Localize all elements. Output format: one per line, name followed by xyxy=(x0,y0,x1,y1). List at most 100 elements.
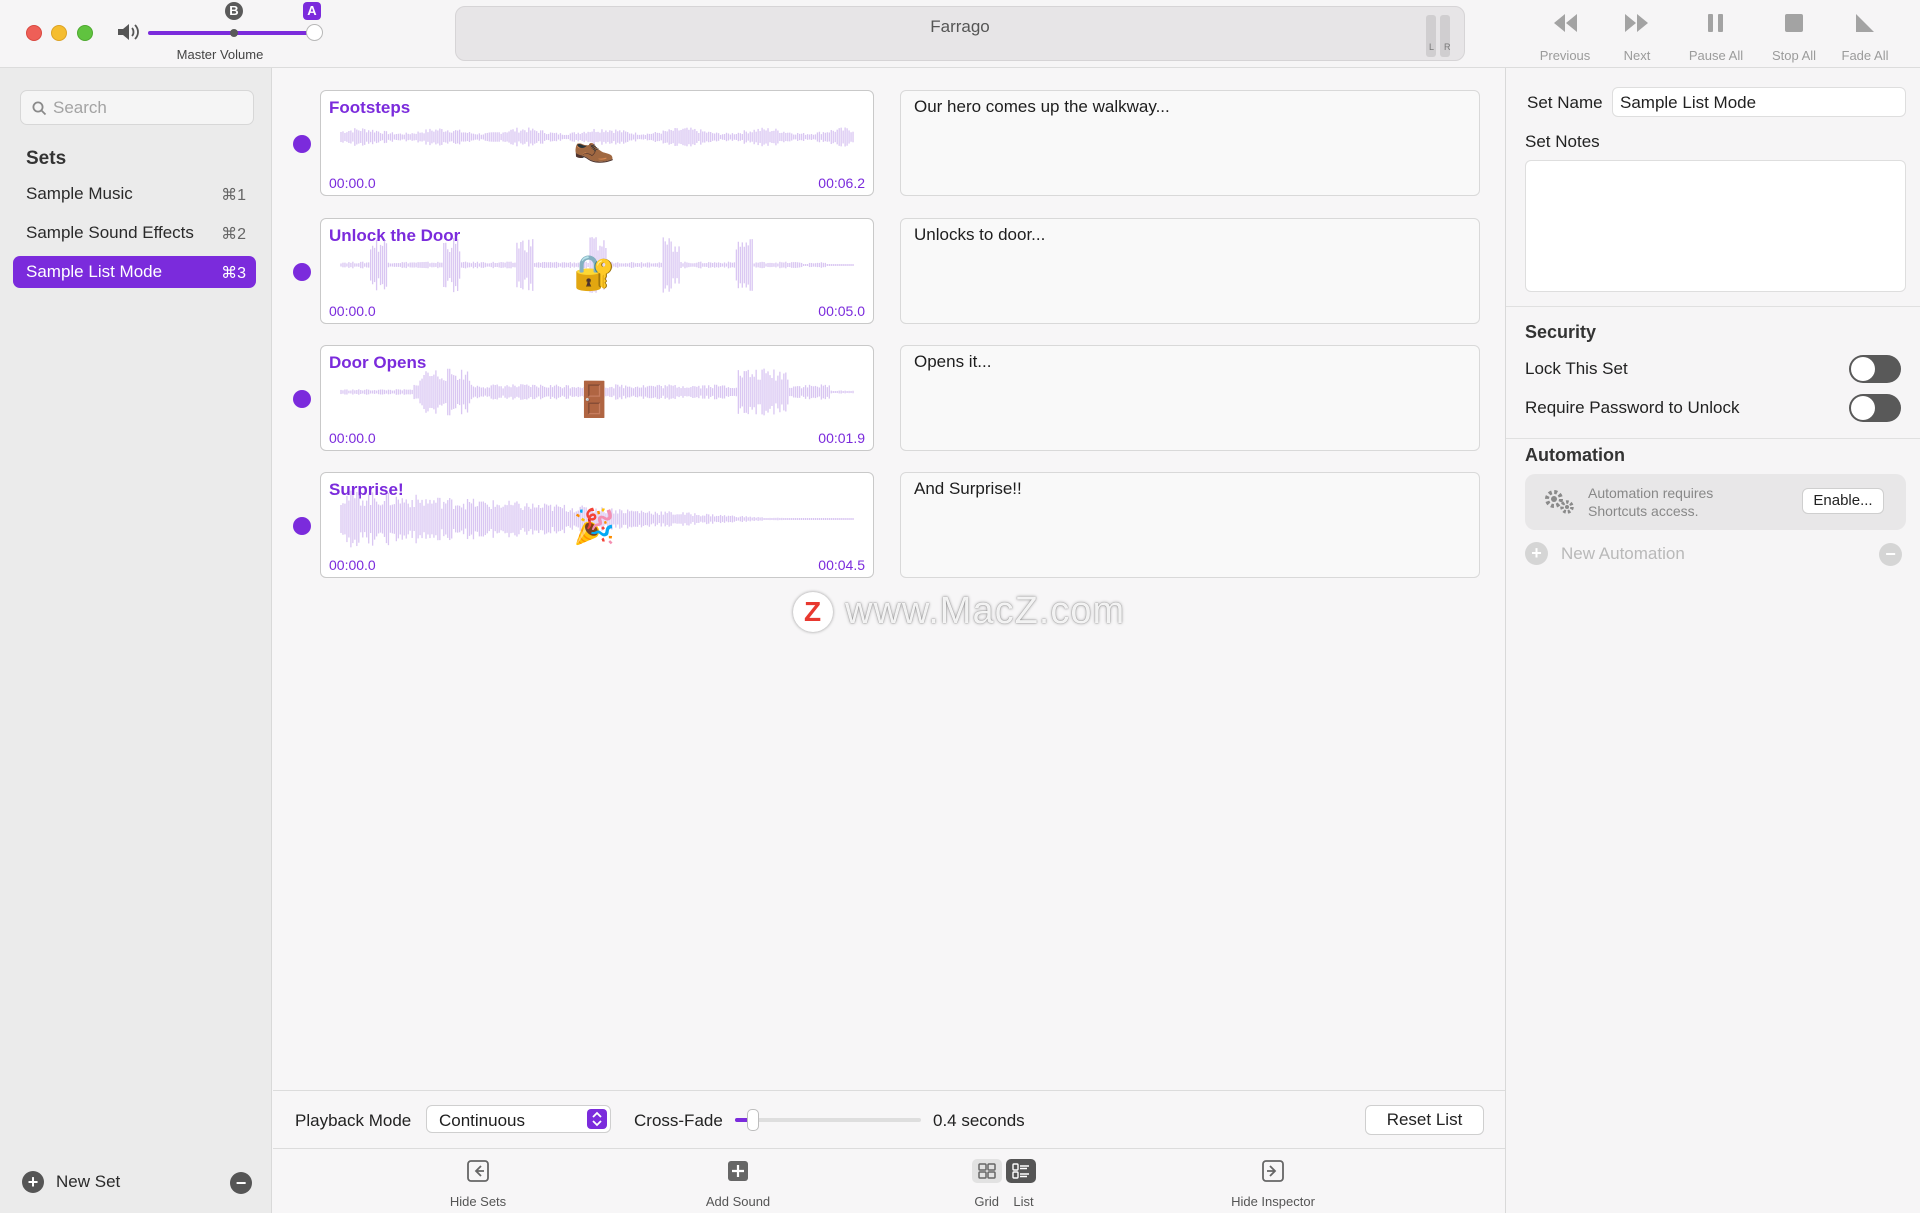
remove-set-button[interactable]: − xyxy=(230,1172,252,1194)
marker-b-position xyxy=(230,29,238,37)
level-meter-right xyxy=(1440,15,1450,57)
search-input[interactable] xyxy=(53,96,243,120)
hide-inspector-button[interactable]: Hide Inspector xyxy=(1218,1157,1328,1209)
grid-view-button[interactable] xyxy=(972,1159,1002,1183)
hide-sets-button[interactable]: Hide Sets xyxy=(438,1157,518,1209)
waveform xyxy=(340,490,854,548)
require-password-label: Require Password to Unlock xyxy=(1525,398,1740,417)
require-password-toggle[interactable] xyxy=(1849,394,1901,422)
sound-tile-door-opens[interactable]: Door Opens 🚪 00:00.0 00:01.9 xyxy=(320,345,874,451)
now-playing-title: Farrago xyxy=(930,17,990,36)
grid-label: Grid xyxy=(974,1194,999,1209)
sound-title: Surprise! xyxy=(329,480,404,499)
next-button[interactable]: Next xyxy=(1602,8,1672,63)
remove-automation-button[interactable]: − xyxy=(1879,543,1902,566)
level-meter-left xyxy=(1426,15,1436,57)
set-item-label: Sample Sound Effects xyxy=(26,223,194,242)
marker-a[interactable]: A xyxy=(303,2,321,20)
new-set-label: New Set xyxy=(56,1172,121,1191)
sound-note-text: Opens it... xyxy=(914,352,992,371)
divider xyxy=(1506,306,1920,307)
cross-fade-knob[interactable] xyxy=(747,1109,759,1131)
marker-b[interactable]: B xyxy=(225,2,243,20)
duration: 00:06.2 xyxy=(818,175,865,191)
search-field[interactable] xyxy=(20,90,254,125)
watermark-badge: Z xyxy=(793,591,833,632)
meter-right-label: R xyxy=(1444,42,1451,52)
shoe-icon: 👞 xyxy=(573,126,616,164)
new-set-button[interactable]: + New Set xyxy=(22,1171,120,1193)
grid-icon xyxy=(978,1163,996,1179)
set-item-shortcut: ⌘2 xyxy=(221,226,246,243)
play-indicator[interactable] xyxy=(293,517,311,535)
sound-title: Footsteps xyxy=(329,98,411,117)
waveform xyxy=(340,237,854,293)
play-indicator[interactable] xyxy=(293,390,311,408)
waveform xyxy=(340,127,854,147)
reset-list-button[interactable]: Reset List xyxy=(1365,1105,1484,1135)
add-sound-icon xyxy=(728,1161,748,1181)
sound-tile-footsteps[interactable]: Footsteps 👞 00:00.0 00:06.2 xyxy=(320,90,874,196)
pause-all-button[interactable]: Pause All xyxy=(1681,8,1751,63)
cross-fade-slider[interactable] xyxy=(735,1118,921,1122)
list-icon xyxy=(1012,1163,1029,1179)
gears-icon xyxy=(1545,490,1574,514)
minus-icon: − xyxy=(230,1172,252,1194)
zoom-window-button[interactable] xyxy=(77,25,93,41)
sound-note[interactable]: Opens it... xyxy=(900,345,1480,451)
set-name-field[interactable]: Sample List Mode xyxy=(1612,87,1906,117)
add-sound-label: Add Sound xyxy=(705,1194,771,1209)
new-automation-button[interactable]: + New Automation xyxy=(1525,542,1685,565)
sound-note-text: And Surprise!! xyxy=(914,479,1022,498)
duration: 00:04.5 xyxy=(818,557,865,573)
view-mode-control[interactable]: Grid List xyxy=(966,1157,1042,1209)
bottom-toolbar: Hide Sets Add Sound Grid List Hide Inspe… xyxy=(273,1148,1505,1213)
set-item-sample-music[interactable]: Sample Music ⌘1 xyxy=(13,178,256,210)
new-automation-label: New Automation xyxy=(1561,543,1685,563)
next-label: Next xyxy=(1623,48,1651,63)
stop-icon xyxy=(1785,14,1803,32)
master-volume-knob[interactable] xyxy=(306,24,323,41)
duration: 00:01.9 xyxy=(818,430,865,446)
party-popper-icon: 🎉 xyxy=(573,508,616,546)
chevron-updown-icon xyxy=(587,1109,607,1129)
close-window-button[interactable] xyxy=(26,25,42,41)
minimize-window-button[interactable] xyxy=(51,25,67,41)
set-item-sample-sound-effects[interactable]: Sample Sound Effects ⌘2 xyxy=(13,217,256,249)
enable-automation-button[interactable]: Enable... xyxy=(1802,488,1884,514)
stop-all-button[interactable]: Stop All xyxy=(1759,8,1829,63)
hide-inspector-label: Hide Inspector xyxy=(1231,1194,1315,1209)
start-time: 00:00.0 xyxy=(329,557,376,573)
list-label: List xyxy=(1013,1194,1034,1209)
lock-set-label: Lock This Set xyxy=(1525,359,1628,378)
playback-mode-select[interactable]: Continuous xyxy=(426,1105,611,1133)
lock-set-toggle[interactable] xyxy=(1849,355,1901,383)
hide-sets-label: Hide Sets xyxy=(449,1194,507,1209)
hide-sets-icon xyxy=(467,1160,489,1182)
sound-tile-unlock-the-door[interactable]: Unlock the Door 🔐 00:00.0 00:05.0 xyxy=(320,218,874,324)
speaker-icon[interactable] xyxy=(116,21,142,43)
sound-note[interactable]: Our hero comes up the walkway... xyxy=(900,90,1480,196)
sound-title: Door Opens xyxy=(329,353,427,372)
inspector-panel: Set Name Sample List Mode Set Notes Secu… xyxy=(1505,68,1920,1213)
watermark: Z www.MacZ.com xyxy=(793,590,1125,633)
sound-tile-surprise[interactable]: Surprise! 🎉 00:00.0 00:04.5 xyxy=(320,472,874,578)
meter-left-label: L xyxy=(1429,42,1435,52)
playback-mode-value: Continuous xyxy=(439,1111,526,1130)
start-time: 00:00.0 xyxy=(329,303,376,319)
sound-note[interactable]: And Surprise!! xyxy=(900,472,1480,578)
list-view-button[interactable] xyxy=(1006,1159,1036,1183)
set-notes-field[interactable] xyxy=(1525,160,1906,292)
sound-note[interactable]: Unlocks to door... xyxy=(900,218,1480,324)
automation-message: Automation requires Shortcuts access. xyxy=(1588,485,1714,519)
divider xyxy=(1506,438,1920,439)
set-item-sample-list-mode[interactable]: Sample List Mode ⌘3 xyxy=(13,256,256,288)
set-notes-label: Set Notes xyxy=(1525,132,1600,151)
previous-button[interactable]: Previous xyxy=(1530,8,1600,63)
fade-all-button[interactable]: Fade All xyxy=(1830,8,1900,63)
add-sound-button[interactable]: Add Sound xyxy=(693,1157,783,1209)
pause-icon xyxy=(1708,14,1723,32)
play-indicator[interactable] xyxy=(293,135,311,153)
play-indicator[interactable] xyxy=(293,263,311,281)
hide-inspector-icon xyxy=(1262,1160,1284,1182)
